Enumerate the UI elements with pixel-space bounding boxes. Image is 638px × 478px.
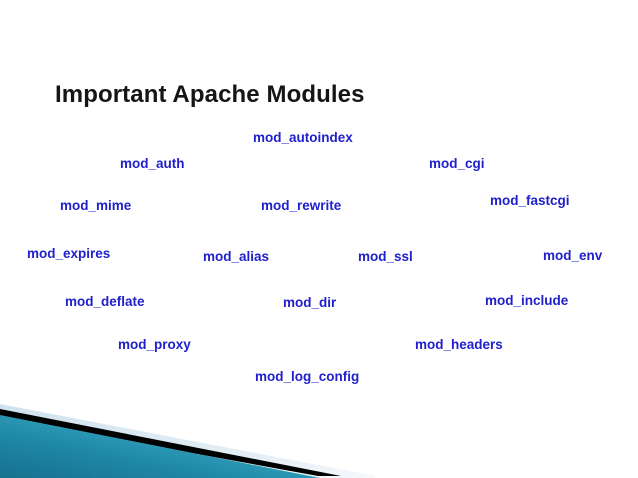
module-label-mod-autoindex: mod_autoindex bbox=[253, 130, 353, 145]
module-label-mod-fastcgi: mod_fastcgi bbox=[490, 193, 570, 208]
page-title: Important Apache Modules bbox=[55, 81, 365, 108]
module-label-mod-cgi: mod_cgi bbox=[429, 156, 485, 171]
module-label-mod-expires: mod_expires bbox=[27, 246, 111, 261]
module-label-mod-include: mod_include bbox=[485, 293, 569, 308]
module-label-mod-auth: mod_auth bbox=[120, 156, 185, 171]
module-label-mod-alias: mod_alias bbox=[203, 249, 270, 264]
module-label-mod-ssl: mod_ssl bbox=[358, 249, 413, 264]
pale-blue-wedge bbox=[0, 404, 375, 478]
module-label-mod-proxy: mod_proxy bbox=[118, 337, 191, 352]
module-label-mod-deflate: mod_deflate bbox=[65, 294, 145, 309]
diagonal-banner-decoration bbox=[0, 398, 638, 478]
module-label-mod-headers: mod_headers bbox=[415, 337, 503, 352]
teal-wedge bbox=[0, 415, 320, 478]
module-label-mod-dir: mod_dir bbox=[283, 295, 337, 310]
module-label-mod-log-config: mod_log_config bbox=[255, 369, 360, 384]
module-label-mod-env: mod_env bbox=[543, 248, 603, 263]
module-label-mod-mime: mod_mime bbox=[60, 198, 132, 213]
banner-texture bbox=[0, 398, 638, 478]
black-stripe bbox=[0, 409, 341, 476]
module-label-mod-rewrite: mod_rewrite bbox=[261, 198, 342, 213]
